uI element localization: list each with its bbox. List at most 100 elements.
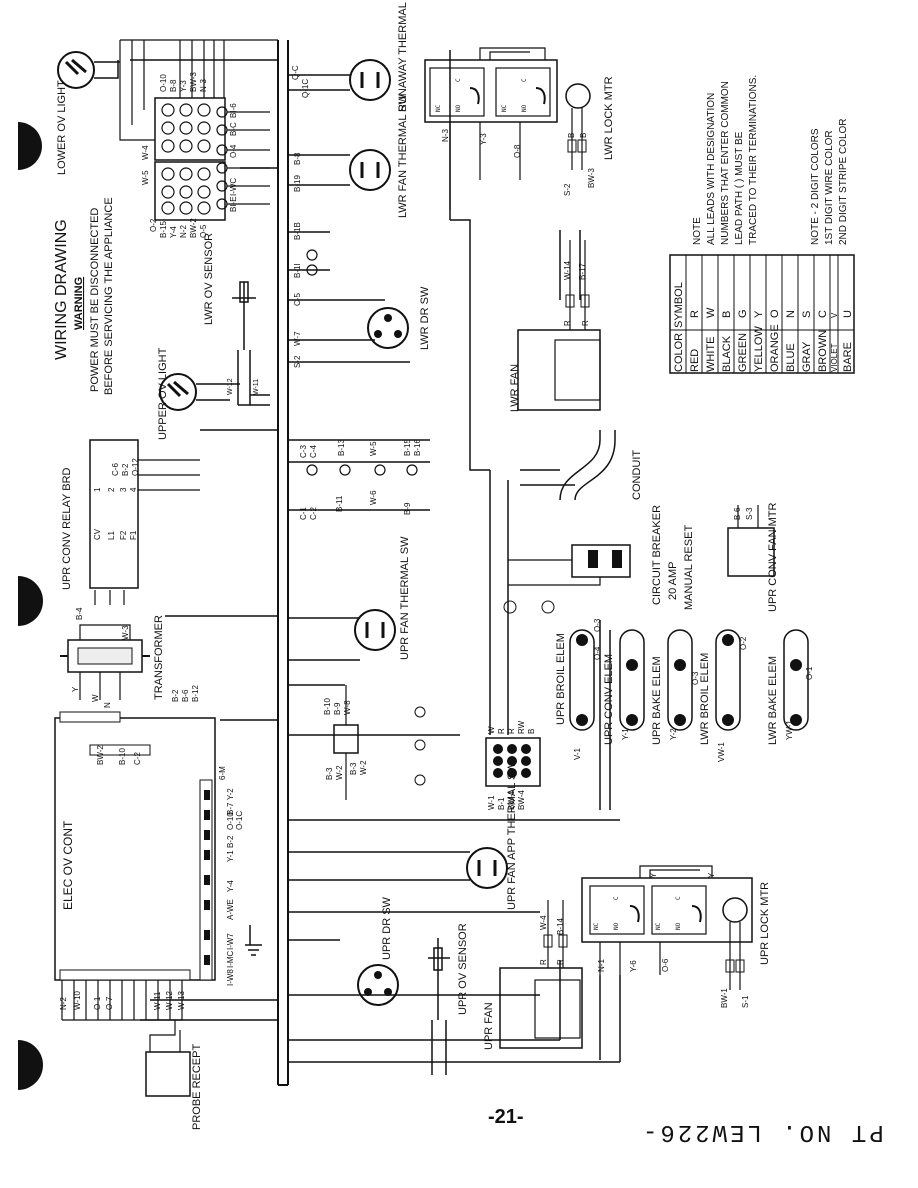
svg-text:1ST DIGIT WIRE COLOR: 1ST DIGIT WIRE COLOR bbox=[824, 130, 835, 245]
svg-text:B-6: B-6 bbox=[181, 689, 190, 702]
lower-door-switch bbox=[367, 307, 409, 349]
svg-text:BW-2: BW-2 bbox=[189, 218, 198, 238]
b10-contactor bbox=[333, 685, 426, 800]
svg-text:O-8: O-8 bbox=[513, 144, 522, 158]
svg-text:BI-E: BI-E bbox=[229, 196, 238, 212]
binder-hole-bottom bbox=[18, 1040, 43, 1090]
svg-text:A-WE: A-WE bbox=[226, 899, 235, 920]
svg-text:B-10: B-10 bbox=[323, 698, 332, 715]
transformer-wire-labels: B-4 W-3 Y W N B-2 B-6 B-12 bbox=[71, 607, 200, 708]
svg-text:YW-1: YW-1 bbox=[785, 720, 794, 740]
svg-text:I-MC: I-MC bbox=[226, 950, 235, 968]
svg-text:BW-2: BW-2 bbox=[96, 745, 105, 765]
svg-text:V: V bbox=[830, 312, 839, 318]
document-code: PT NO. LEW226- bbox=[640, 1118, 884, 1145]
svg-text:B-11: B-11 bbox=[335, 495, 344, 512]
svg-text:W-2: W-2 bbox=[359, 760, 368, 775]
upper-oven-light-label: UPPER OV LIGHT bbox=[157, 347, 169, 440]
svg-text:Q-C: Q-C bbox=[291, 65, 300, 80]
splice-labels: C-1 C-2 C-3 C-4 B-11 B-13 W-6 W-5 B-9 B-… bbox=[299, 439, 422, 520]
upper-oven-sensor-label: UPR OV SENSOR bbox=[457, 923, 469, 1015]
svg-text:W-1: W-1 bbox=[487, 795, 496, 810]
lower-fan-label: LWR FAN bbox=[509, 364, 521, 412]
svg-text:B: B bbox=[567, 133, 576, 138]
svg-text:B-10: B-10 bbox=[118, 748, 127, 765]
svg-text:Y: Y bbox=[649, 872, 658, 878]
upper-fan-app-thermal-switch bbox=[466, 847, 508, 889]
svg-text:ALL LEADS WITH DESIGNATION: ALL LEADS WITH DESIGNATION bbox=[706, 93, 717, 245]
lower-lock-motor bbox=[424, 47, 591, 210]
svg-text:W-5: W-5 bbox=[369, 441, 378, 456]
svg-text:4: 4 bbox=[129, 487, 138, 492]
warning-line-2: BEFORE SERVICING THE APPLIANCE bbox=[103, 197, 115, 395]
svg-text:BROWN: BROWN bbox=[817, 330, 829, 372]
lower-oven-light-label: LOWER OV LIGHT bbox=[56, 80, 68, 175]
svg-text:C-4: C-4 bbox=[309, 445, 318, 458]
upper-fan-label: UPR FAN bbox=[483, 1002, 495, 1050]
svg-text:Y-3: Y-3 bbox=[479, 133, 488, 145]
svg-text:B: B bbox=[579, 133, 588, 138]
svg-text:O-4: O-4 bbox=[593, 646, 602, 660]
lower-fan-wires: W-14 B-17 R R bbox=[563, 260, 590, 326]
svg-text:RED: RED bbox=[689, 349, 701, 372]
conduit-label: CONDUIT bbox=[631, 450, 643, 500]
svg-text:W: W bbox=[487, 726, 496, 734]
svg-text:R: R bbox=[539, 959, 548, 965]
svg-text:Y-6: Y-6 bbox=[629, 960, 638, 972]
svg-text:B-12: B-12 bbox=[191, 685, 200, 702]
svg-text:G: G bbox=[737, 309, 749, 318]
element-terminal-labels: W R R RW B W-1 B-1 BW-1 BW-4 B-3 W-2 bbox=[349, 720, 536, 810]
svg-text:W-5: W-5 bbox=[141, 170, 150, 185]
svg-text:C-3: C-3 bbox=[299, 445, 308, 458]
svg-text:R: R bbox=[563, 320, 572, 326]
svg-text:L1: L1 bbox=[107, 531, 116, 540]
svg-text:O-3: O-3 bbox=[691, 671, 700, 685]
svg-text:GREEN: GREEN bbox=[737, 333, 749, 372]
transformer-label: TRANSFORMER bbox=[153, 615, 165, 700]
svg-text:2: 2 bbox=[107, 487, 116, 492]
svg-text:W-14: W-14 bbox=[563, 260, 572, 280]
svg-text:R: R bbox=[581, 320, 590, 326]
svg-text:I-W7: I-W7 bbox=[226, 933, 235, 950]
upper-fan-thermal-switch bbox=[354, 609, 396, 651]
svg-text:Q-1C: Q-1C bbox=[301, 79, 310, 98]
lower-oven-sensor-label: LWR OV SENSOR bbox=[203, 233, 215, 325]
svg-text:B: B bbox=[721, 311, 733, 318]
svg-text:UPR CONV ELEM: UPR CONV ELEM bbox=[603, 654, 615, 745]
svg-text:TRACED TO THEIR TERMINATIONS.: TRACED TO THEIR TERMINATIONS. bbox=[748, 75, 759, 245]
svg-text:Y-4: Y-4 bbox=[226, 880, 235, 892]
svg-text:B-14: B-14 bbox=[556, 918, 565, 935]
relay-pin-labels: CV L1 F2 F1 1 2 3 4 C-6 B-2 O-12 bbox=[93, 458, 140, 540]
svg-text:6-M: 6-M bbox=[218, 766, 227, 780]
svg-text:B-2: B-2 bbox=[226, 835, 235, 848]
svg-text:W-2: W-2 bbox=[335, 765, 344, 780]
svg-text:NO: NO bbox=[521, 104, 528, 112]
svg-text:O-1C: O-1C bbox=[235, 811, 244, 830]
svg-text:C: C bbox=[521, 78, 528, 82]
svg-text:C: C bbox=[613, 896, 620, 900]
svg-text:W-10: W-10 bbox=[73, 990, 82, 1010]
svg-text:S-2: S-2 bbox=[563, 183, 572, 196]
upper-oven-light bbox=[159, 373, 240, 411]
svg-text:BARE: BARE bbox=[842, 342, 854, 372]
svg-text:Y: Y bbox=[707, 872, 716, 878]
svg-text:Y-2: Y-2 bbox=[669, 728, 678, 740]
svg-text:B-15: B-15 bbox=[159, 221, 168, 238]
svg-text:F2: F2 bbox=[119, 530, 128, 540]
svg-text:B-17: B-17 bbox=[578, 263, 587, 280]
svg-text:Y-1: Y-1 bbox=[226, 850, 235, 862]
binder-hole-top bbox=[18, 122, 42, 170]
svg-text:S-2: S-2 bbox=[293, 355, 302, 368]
svg-text:B-1B: B-1B bbox=[293, 222, 302, 240]
svg-text:S-1: S-1 bbox=[741, 995, 750, 1008]
svg-text:VIOLET: VIOLET bbox=[830, 343, 839, 372]
runaway-thermal-switch-label: RUNAWAY THERMAL SW bbox=[397, 0, 409, 112]
warning-line-1: POWER MUST BE DISCONNECTED bbox=[89, 208, 101, 392]
elec-oven-control bbox=[54, 711, 262, 981]
bus-branches bbox=[130, 59, 620, 1063]
main-bus bbox=[277, 40, 289, 1086]
diagram-title: WIRING DRAWING bbox=[53, 219, 70, 360]
svg-text:BW-1: BW-1 bbox=[720, 988, 729, 1008]
svg-text:Y: Y bbox=[71, 686, 80, 692]
